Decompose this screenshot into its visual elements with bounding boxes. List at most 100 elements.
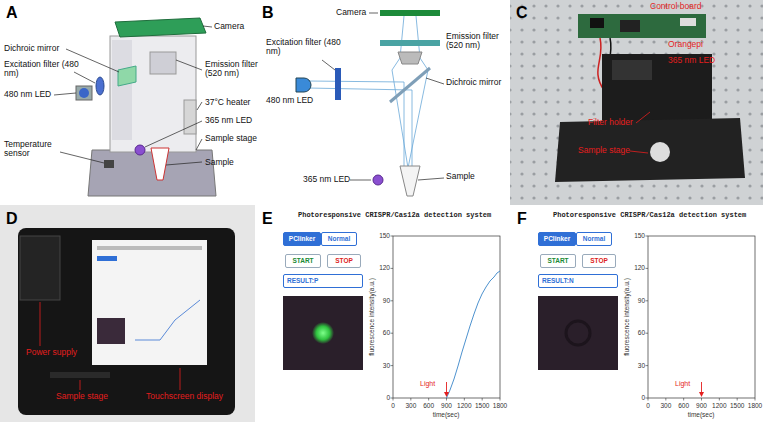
part-label: Sample: [446, 172, 475, 181]
light-marker: Light: [675, 380, 690, 388]
part-label: Dichroic mirror: [4, 44, 59, 53]
panel-letter: B: [262, 4, 274, 22]
tick-label: 0: [641, 394, 645, 401]
axis-label: fluorescence intensity(a.u.): [368, 278, 375, 356]
tick: [428, 398, 429, 401]
tick-label: 600: [678, 402, 689, 409]
button-text: START: [547, 258, 568, 265]
part-label: 480 nm LED: [266, 96, 313, 105]
panel-letter: F: [517, 210, 527, 228]
tick: [391, 300, 394, 301]
tick-label: 1200: [457, 402, 471, 409]
light-arrow: [701, 382, 702, 393]
tick-label: 150: [379, 232, 390, 239]
part-label: Sample stage: [56, 392, 108, 401]
tick-label: time(sec): [433, 411, 460, 418]
tick: [665, 398, 666, 401]
intensity-curve: [447, 271, 501, 398]
part-label: 365 nm LED: [303, 175, 350, 184]
instrument-photo: [0, 205, 255, 422]
tick: [646, 333, 649, 334]
sample-ring: [566, 321, 590, 345]
part-label: Control board: [650, 2, 702, 11]
light-arrow: [446, 382, 447, 393]
device-photo: [510, 0, 763, 205]
button-text: RESULT:P: [287, 278, 318, 285]
tick-label: 1200: [712, 402, 726, 409]
part-label: 480 nm LED: [4, 90, 51, 99]
part-label: Orangepi: [668, 40, 703, 49]
light-arrow: [699, 392, 704, 397]
tick: [391, 268, 394, 269]
part-label: Camera: [214, 22, 244, 31]
tick: [755, 398, 756, 401]
camera-image: [538, 296, 618, 370]
part-label: Sample: [205, 158, 234, 167]
part-label: Touchscreen display: [146, 392, 223, 401]
part-label: Sample stage: [205, 134, 257, 143]
tick: [410, 398, 411, 401]
part-label: Sample stage: [578, 146, 630, 155]
panel-letter: E: [262, 210, 273, 228]
part-label: 37°C heater: [205, 98, 250, 107]
tick-label: 60: [638, 330, 645, 337]
button-text: RESULT:N: [542, 278, 574, 285]
part-label: Filter holder: [588, 118, 633, 127]
tick: [683, 398, 684, 401]
panel-letter: C: [516, 4, 528, 22]
tick-label: 300: [660, 402, 671, 409]
tick-label: 300: [405, 402, 416, 409]
tick: [737, 398, 738, 401]
panel-letter: D: [6, 210, 18, 228]
button-text: STOP: [590, 258, 608, 265]
part-label: Excitation filter (480 nm): [4, 60, 84, 79]
button-text: Normal: [583, 236, 605, 243]
button-text: STOP: [335, 258, 353, 265]
button-text: Normal: [328, 236, 350, 243]
part-label: Temperature sensor: [4, 140, 66, 159]
tick-label: 900: [441, 402, 452, 409]
tick-label: 120: [634, 265, 645, 272]
part-label: Power supply: [26, 348, 77, 357]
part-label: Emission filter (520 nm): [446, 32, 508, 51]
ui-button: STOP: [582, 254, 616, 268]
part-label: 365 nm LED: [668, 56, 715, 65]
tick-label: 30: [638, 362, 645, 369]
ui-button: STOP: [327, 254, 361, 268]
tick-label: 60: [383, 330, 390, 337]
plot-frame: [393, 236, 500, 398]
tick: [482, 398, 483, 401]
tick: [391, 365, 394, 366]
tick: [648, 398, 649, 401]
plot-frame: [648, 236, 755, 398]
ui-button: PClinker: [538, 232, 576, 246]
tick: [446, 398, 447, 401]
ui-button: PClinker: [283, 232, 321, 246]
tick-label: 0: [386, 394, 390, 401]
tick: [393, 398, 394, 401]
tick: [500, 398, 501, 401]
tick-label: 0: [646, 402, 650, 409]
ui-title: Photoresponsive CRISPR/Cas12a detection …: [298, 212, 491, 220]
tick: [646, 236, 649, 237]
tick-label: 30: [383, 362, 390, 369]
light-marker: Light: [420, 380, 435, 388]
ui-button: START: [285, 254, 321, 268]
axis-label: fluorescence intensity(a.u.): [623, 278, 630, 356]
ui-button: RESULT:N: [538, 274, 618, 288]
tick: [391, 398, 394, 399]
tick-label: 1800: [493, 402, 507, 409]
part-label: 365 nm LED: [205, 116, 252, 125]
tick-label: 1500: [730, 402, 744, 409]
tick-label: 90: [638, 297, 645, 304]
tick-label: 150: [634, 232, 645, 239]
tick-label: 1500: [475, 402, 489, 409]
tick-label: 120: [379, 265, 390, 272]
part-label: Camera: [336, 8, 366, 17]
ui-button: START: [540, 254, 576, 268]
tick-label: 90: [383, 297, 390, 304]
cad-render: [54, 18, 216, 196]
ui-button: RESULT:P: [283, 274, 363, 288]
ui-button: Normal: [321, 232, 357, 246]
